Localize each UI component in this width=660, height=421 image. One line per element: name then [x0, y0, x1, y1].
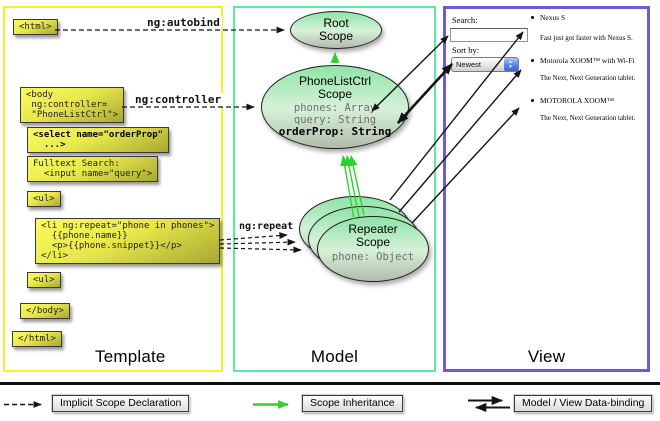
view-item-2-name: Motorola XOOM™ with Wi-Fi	[531, 56, 635, 65]
code-box-ul-open: <ul>	[27, 191, 61, 207]
sort-by-label: Sort by:	[452, 45, 480, 55]
root-scope-title-line2: Scope	[318, 29, 354, 43]
repeater-title-line2: Scope	[355, 235, 391, 249]
sort-dropdown[interactable]: Newest ▲▼	[451, 57, 519, 72]
legend-dashed-arrow-icon	[4, 401, 42, 408]
root-scope-ellipse: Root Scope	[290, 11, 382, 49]
legend-model-view-binding: Model / View Data-binding	[514, 395, 653, 412]
bullet-icon	[531, 59, 534, 62]
search-input[interactable]	[450, 28, 528, 42]
code-box-li-repeat: <li ng:repeat="phone in phones"> {{phone…	[35, 218, 221, 264]
template-column-title: Template	[95, 347, 166, 366]
code-box-body-open: <body ng:controller= "PhoneListCtrl">	[20, 87, 125, 123]
bullet-icon	[531, 99, 534, 102]
label-ng-repeat: ng:repeat	[237, 221, 296, 232]
view-item-2-desc: The Next, Next Generation tablet.	[540, 74, 636, 82]
view-item-1-desc: Fast just got faster with Nexus S.	[540, 34, 633, 42]
root-scope-title-line1: Root	[323, 16, 349, 30]
dropdown-stepper-icon[interactable]: ▲▼	[503, 58, 518, 71]
code-box-fulltext: Fulltext Search: <input name="query">	[27, 156, 159, 182]
legend-implicit-scope: Implicit Scope Declaration	[52, 395, 190, 412]
view-item-3-title: MOTOROLA XOOM™	[540, 96, 615, 105]
view-item-1-title: Nexus S	[540, 13, 566, 22]
label-ng-autobind: ng:autobind	[145, 16, 222, 29]
sort-dropdown-value: Newest	[456, 60, 482, 69]
view-item-1-name: Nexus S	[531, 13, 565, 22]
bullet-icon	[531, 16, 534, 19]
model-column	[233, 6, 436, 372]
view-item-2-title: Motorola XOOM™ with Wi-Fi	[540, 56, 635, 65]
legend-green-arrow-icon	[253, 400, 290, 409]
repeater-prop-phone: phone: Object	[331, 251, 415, 263]
code-box-select: <select name="orderProp" ...>	[27, 127, 170, 153]
legend-separator-line	[0, 382, 660, 385]
phonelist-prop-phones: phones: Array	[293, 102, 377, 114]
label-ng-controller: ng:controller	[133, 93, 224, 106]
legend-double-arrow-icon	[468, 396, 510, 412]
phonelist-prop-orderprop: orderProp: String	[278, 125, 392, 138]
repeater-title-line1: Repeater	[348, 222, 398, 236]
search-label: Search:	[452, 15, 478, 25]
code-box-html-close: </html>	[12, 331, 62, 347]
code-box-ul-close: <ul>	[27, 272, 61, 288]
view-column-title: View	[527, 347, 566, 366]
phonelist-title-line2: Scope	[317, 87, 353, 101]
code-box-html-open: <html>	[13, 19, 58, 35]
code-box-body-close: </body>	[20, 303, 70, 319]
model-column-title: Model	[310, 347, 359, 366]
repeater-scope-ellipse-front: Repeater Scope phone: Object	[317, 216, 429, 282]
phonelist-title-line1: PhoneListCtrl	[298, 74, 372, 88]
view-item-3-name: MOTOROLA XOOM™	[531, 96, 614, 105]
phonelistctrl-scope-ellipse: PhoneListCtrl Scope phones: Array query:…	[261, 65, 409, 149]
legend-scope-inheritance: Scope Inheritance	[302, 395, 403, 412]
phonelist-prop-query: query: String	[293, 113, 377, 126]
view-item-3-desc: The Next, Next Generation tablet.	[540, 114, 636, 122]
